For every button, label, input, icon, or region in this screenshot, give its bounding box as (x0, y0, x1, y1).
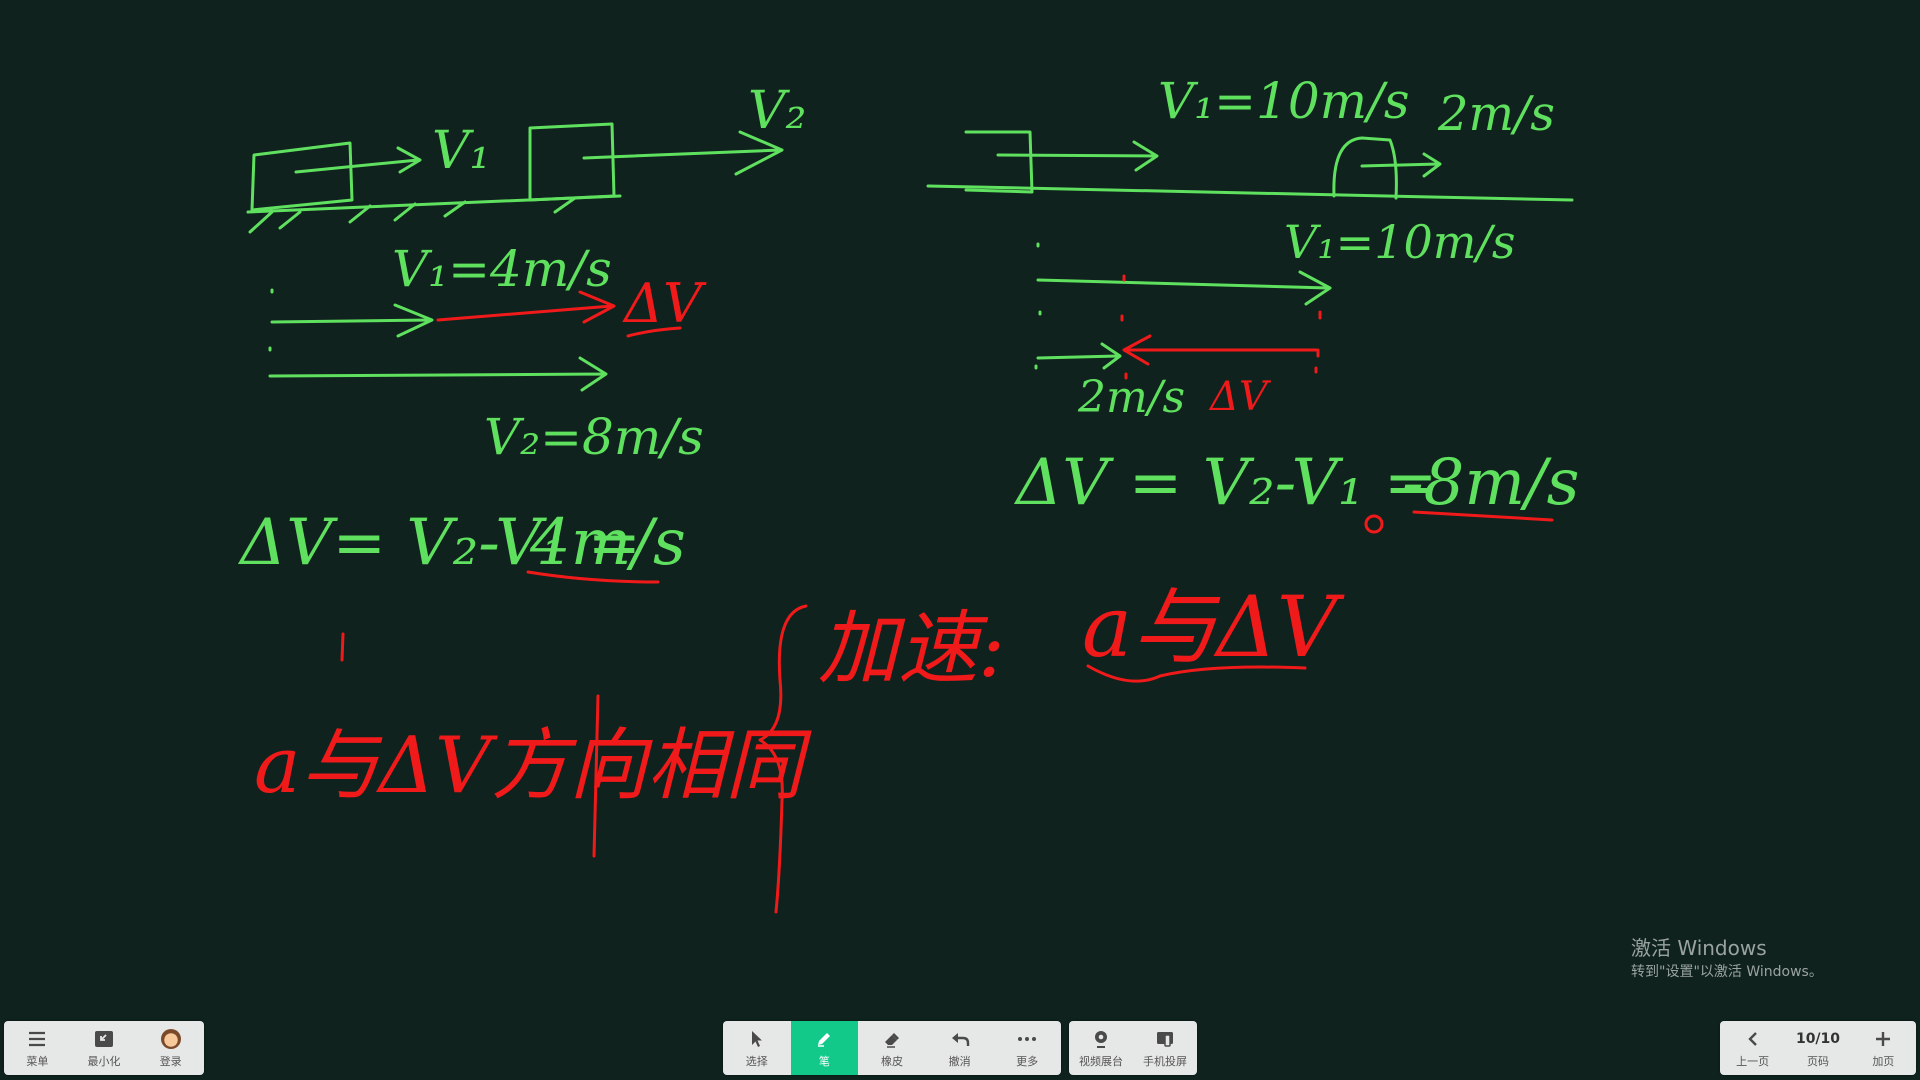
left-red-ink (340, 290, 682, 662)
left-tick (340, 632, 345, 662)
undo-icon (949, 1028, 971, 1050)
right-block-2-arrow (1360, 152, 1442, 178)
left-v1-top-label: V₁ (432, 121, 490, 181)
left-dv-underline (626, 326, 682, 338)
left-block-1 (250, 141, 354, 212)
toolbar-center-media: 视频展台 手机投屏 (1069, 1021, 1197, 1075)
undo-button[interactable]: 撤消 (926, 1021, 994, 1075)
right-red-ink (1120, 274, 1554, 534)
right-v1-top-label: V₁=10m/s (1158, 72, 1410, 130)
right-dots (1034, 242, 1042, 370)
eraser-label: 橡皮 (880, 1054, 903, 1068)
login-label: 登录 (159, 1054, 182, 1068)
right-arrow-v1 (1036, 270, 1332, 306)
undo-label: 撤消 (948, 1054, 971, 1068)
bottom-accel-relation: a与ΔV (1082, 578, 1345, 676)
right-dash-left (1120, 274, 1128, 380)
video-booth-label: 视频展台 (1079, 1054, 1123, 1068)
right-ground-line (926, 184, 1574, 202)
page-number: 10/10 (1795, 1030, 1841, 1047)
prev-page-button[interactable]: 上一页 (1720, 1021, 1785, 1075)
left-block-1-arrow (294, 146, 422, 174)
right-v2-top-label: 2m/s (1437, 86, 1555, 142)
left-dv-label: ΔV (622, 272, 707, 335)
right-dv-label: ΔV (1208, 374, 1272, 420)
more-button[interactable]: 更多 (993, 1021, 1061, 1075)
right-circle-mark (1364, 514, 1384, 534)
left-equation: ΔV= V₂-V₁ = (237, 506, 641, 580)
toolbar-right: 上一页 10/10 页码 加页 (1720, 1021, 1916, 1075)
left-result-underline (526, 570, 660, 584)
menu-icon (26, 1028, 48, 1050)
pen-icon (813, 1028, 835, 1050)
right-block-2 (1332, 136, 1398, 200)
left-dots (268, 288, 274, 352)
cursor-icon (746, 1028, 768, 1050)
right-diagram (926, 130, 1574, 370)
phone-cast-label: 手机投屏 (1143, 1054, 1187, 1068)
bottom-accel-text: 加速: (818, 602, 1005, 695)
toolbar-left: 菜单 最小化 登录 (4, 1021, 204, 1075)
select-tool-button[interactable]: 选择 (723, 1021, 791, 1075)
left-diagram (246, 122, 784, 392)
avatar-icon (160, 1028, 181, 1049)
minimize-label: 最小化 (87, 1054, 121, 1068)
select-label: 选择 (745, 1054, 768, 1068)
left-arrow-v2 (268, 356, 608, 392)
right-arrow-v2 (1036, 342, 1122, 370)
more-label: 更多 (1016, 1054, 1039, 1068)
right-result-underline (1412, 510, 1554, 522)
prev-page-label: 上一页 (1736, 1054, 1770, 1068)
left-v2-top-label: V₂ (748, 81, 806, 141)
page-indicator[interactable]: 10/10 页码 (1785, 1021, 1850, 1075)
right-equation: ΔV = V₂-V₁ = (1013, 446, 1437, 520)
bottom-rule-text: a与ΔV方向相同 (254, 721, 812, 811)
add-page-label: 加页 (1872, 1054, 1895, 1068)
left-equation-result: 4m/s (529, 506, 686, 580)
right-block-1-arrow (996, 140, 1159, 172)
left-arrow-dv (436, 290, 616, 324)
right-v1-mid-label: V₁=10m/s (1284, 215, 1515, 269)
left-v2-label: V₂=8m/s (484, 408, 704, 466)
left-block-2 (528, 122, 616, 202)
right-arrow-dv (1122, 334, 1318, 366)
phone-cast-icon (1154, 1028, 1176, 1050)
right-dash-right (1314, 310, 1322, 374)
more-icon (1016, 1028, 1038, 1050)
minimize-button[interactable]: 最小化 (71, 1021, 138, 1075)
minimize-icon (93, 1028, 115, 1050)
right-2ms-label: 2m/s (1077, 372, 1185, 423)
right-equation-result: -8m/s (1402, 446, 1579, 520)
left-v1-label: V₁=4m/s (392, 240, 612, 298)
phone-cast-button[interactable]: 手机投屏 (1133, 1021, 1197, 1075)
pen-tool-button[interactable]: 笔 (790, 1021, 859, 1075)
left-arrow-v1 (270, 303, 434, 338)
windows-activation-watermark: 激活 Windows 转到"设置"以激活 Windows。 (1631, 936, 1823, 982)
curly-brace (758, 604, 808, 914)
left-block-2-arrow (582, 130, 784, 176)
accel-underline (1086, 664, 1307, 683)
toolbar-center-tools: 选择 笔 橡皮 撤消 更多 (723, 1021, 1061, 1075)
left-ground-hatch (248, 196, 577, 234)
right-block-1 (964, 130, 1034, 194)
watermark-subtitle: 转到"设置"以激活 Windows。 (1631, 964, 1823, 980)
pen-label: 笔 (818, 1054, 830, 1068)
watermark-title: 激活 Windows (1631, 936, 1767, 960)
add-page-button[interactable]: 加页 (1851, 1021, 1916, 1075)
chevron-left-icon (1742, 1028, 1764, 1050)
menu-button[interactable]: 菜单 (4, 1021, 71, 1075)
menu-label: 菜单 (26, 1054, 49, 1068)
page-label: 页码 (1806, 1054, 1829, 1068)
eraser-tool-button[interactable]: 橡皮 (858, 1021, 926, 1075)
webcam-icon (1090, 1028, 1112, 1050)
plus-icon (1872, 1028, 1894, 1050)
login-button[interactable]: 登录 (137, 1021, 204, 1075)
video-booth-button[interactable]: 视频展台 (1069, 1021, 1133, 1075)
eraser-icon (881, 1028, 903, 1050)
bottom-red-ink (592, 604, 1307, 914)
rule-vertical-stroke (592, 694, 600, 858)
